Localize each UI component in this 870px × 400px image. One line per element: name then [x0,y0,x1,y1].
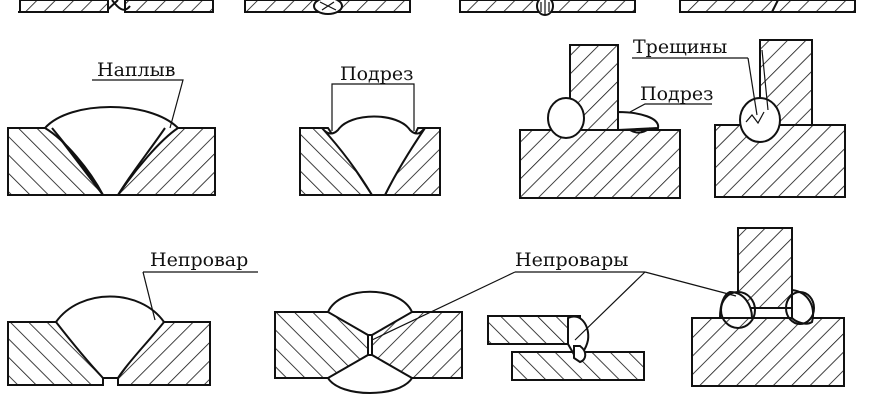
label-naplyv: Наплыв [97,59,175,81]
figure-fillet-cracks [632,39,846,198]
label-neprovar: Непровар [150,249,248,271]
figure-t-joint [691,227,845,387]
label-podrez-2: Подрез [640,83,713,105]
neprovary-leaders [371,271,737,341]
figure-double-v-butt [274,290,463,394]
label-neprovary: Непровары [515,249,628,271]
figure-podrez [299,83,441,196]
top-strip-figures [18,0,856,16]
label-podrez-1: Подрез [340,63,413,85]
figure-neprovar [7,271,258,386]
figure-fillet-crack-undercut [519,44,712,199]
figure-naplyv [7,79,216,196]
label-treshchiny: Трещины [633,36,727,58]
figure-lap-joint [487,315,645,381]
